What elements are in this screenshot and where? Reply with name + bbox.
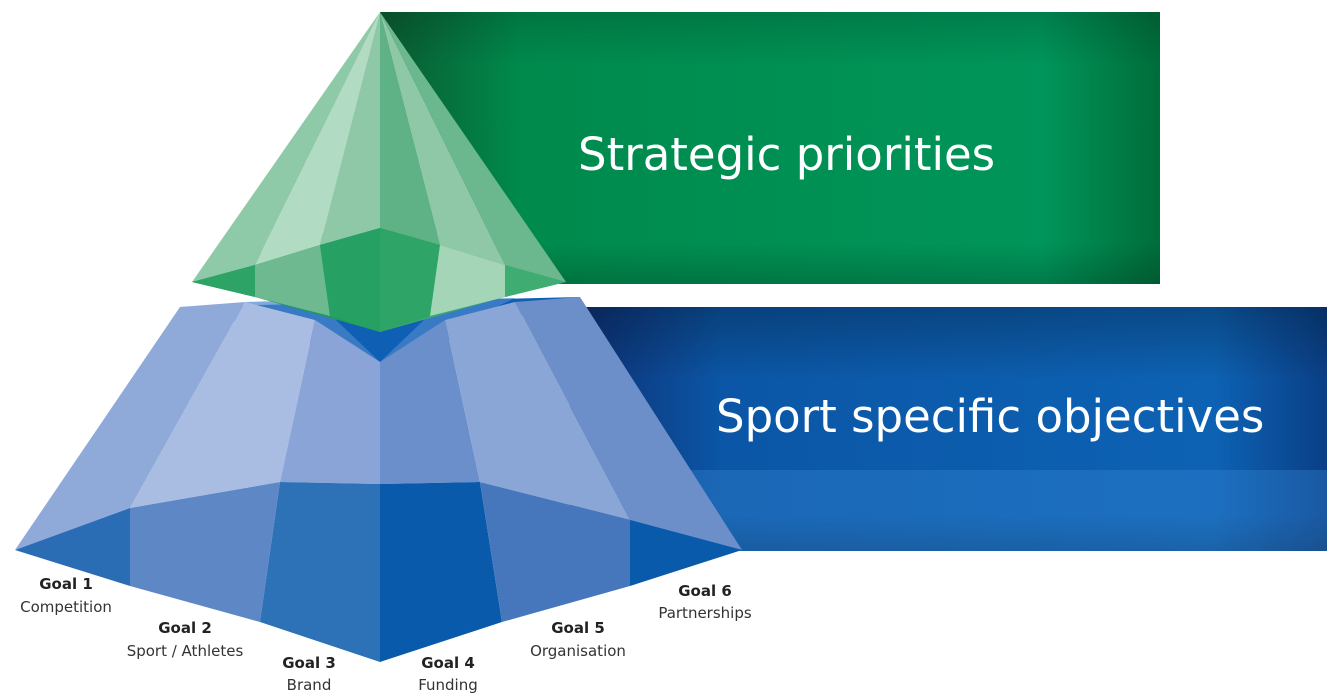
facet-lower-3 [320,228,380,332]
facet-lower-2 [255,245,330,316]
goal-label-6: Goal 6 Partnerships [658,582,752,622]
goal-label-5: Goal 5 Organisation [530,619,626,660]
goal-name: Brand [287,676,332,694]
goal-name: Competition [20,598,112,616]
goal-seg-5 [480,482,630,622]
facet-2 [255,12,380,265]
upper-pyramid [192,12,566,332]
goal-seg-2 [130,482,280,622]
wall-seg-2 [130,302,315,508]
goal-label-2: Goal 2 Sport / Athletes [127,619,244,660]
goal-number: Goal 4 [421,654,475,672]
wall-seg-1 [15,302,245,550]
goal-seg-1 [15,508,130,586]
bottom-banner-label: Sport specific objectives [716,390,1264,443]
facet-lower-1 [192,265,255,297]
goal-seg-3 [260,482,380,662]
goal-name: Funding [418,676,478,694]
goal-number: Goal 3 [282,654,336,672]
goal-number: Goal 6 [678,582,732,600]
facet-1 [192,12,380,282]
goal-number: Goal 5 [551,619,605,637]
facet-lower-6 [505,265,566,297]
goal-seg-6 [630,520,742,586]
goal-label-1: Goal 1 Competition [20,575,112,616]
goal-name: Sport / Athletes [127,642,244,660]
wall-seg-6 [515,297,742,550]
goal-label-4: Goal 4 Funding [418,654,478,694]
lower-pyramid [15,297,742,662]
goal-name: Organisation [530,642,626,660]
wall-seg-4 [380,320,480,484]
wall-seg-5 [445,302,630,520]
goal-number: Goal 2 [158,619,212,637]
goal-seg-4 [380,482,502,662]
wall-seg-3 [280,320,380,484]
facet-6 [380,12,566,282]
goal-label-3: Goal 3 Brand [282,654,336,694]
facet-lower-4 [380,228,440,332]
goal-number: Goal 1 [39,575,93,593]
facet-lower-5 [430,245,505,316]
facet-3 [320,12,380,245]
top-banner-label: Strategic priorities [578,128,995,181]
goal-name: Partnerships [658,604,752,622]
